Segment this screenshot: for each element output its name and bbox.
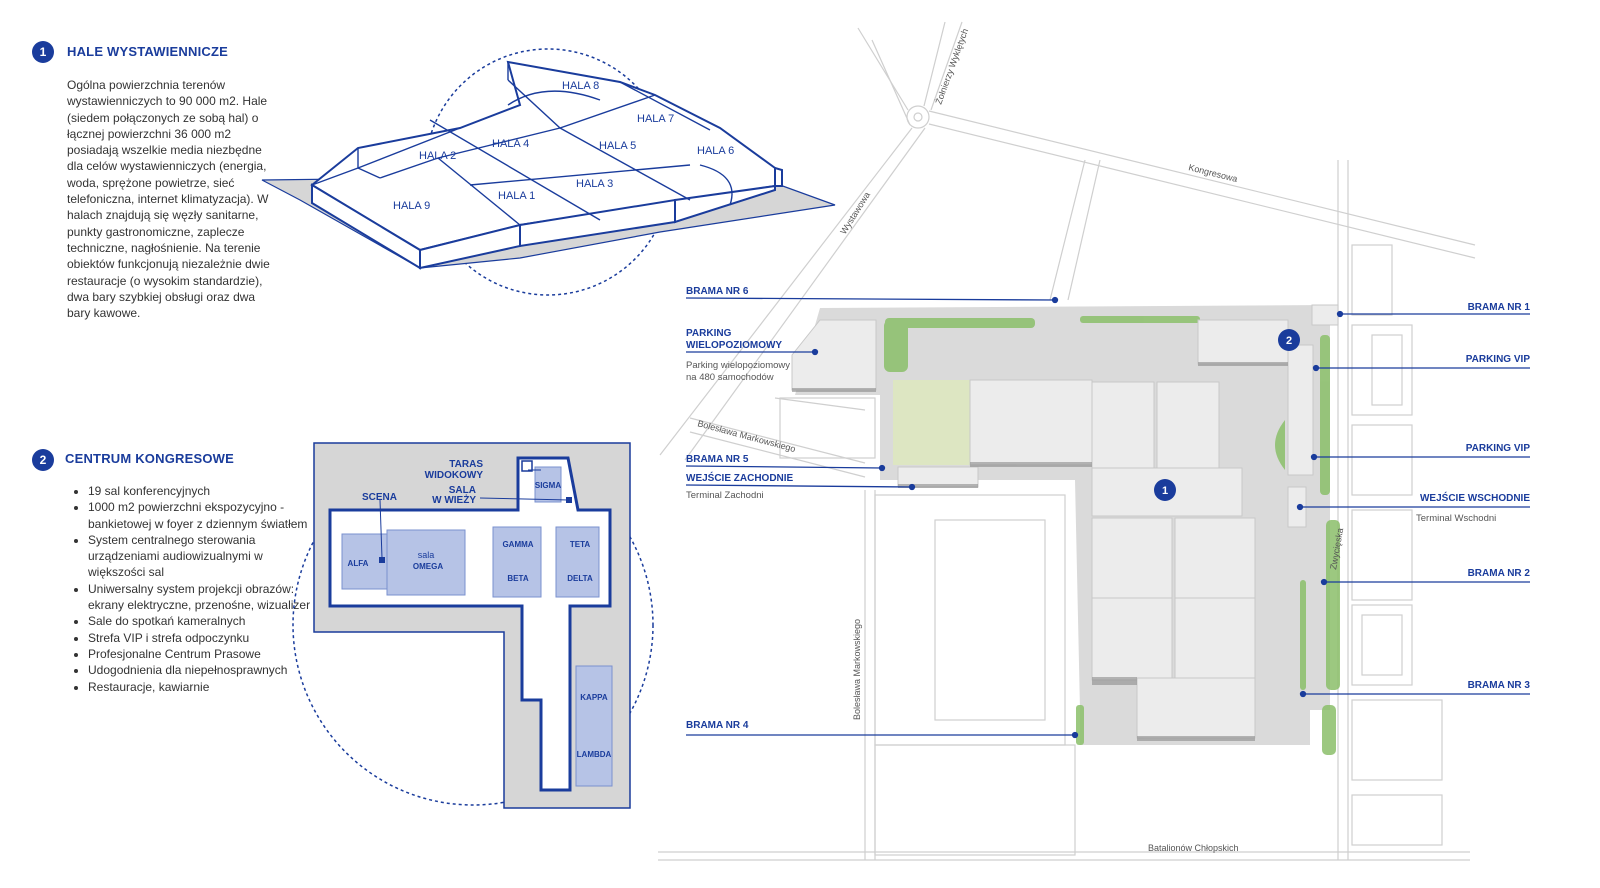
beta-label: BETA	[507, 574, 528, 583]
terminal-wschodni-label: Terminal Wschodni	[1416, 513, 1496, 524]
street-network	[658, 21, 1476, 861]
marker-1[interactable]	[1154, 479, 1176, 501]
section-2-badge: 2	[32, 449, 54, 471]
building-hall-9	[969, 379, 1093, 466]
building-hall-2	[1091, 381, 1155, 471]
parking-wielo-sub-1: Parking wielopoziomowy	[686, 360, 790, 371]
building-hall-3	[1091, 517, 1173, 599]
building-congress-wing	[1287, 344, 1314, 476]
hall-9-label: HALA 9	[393, 200, 430, 212]
marker-2-label: 2	[1286, 335, 1292, 347]
hall-3-label: HALA 3	[576, 178, 613, 190]
section-1-badge: 1	[32, 41, 54, 63]
wejscie-zachodnie-label: WEJŚCIE ZACHODNIE	[686, 471, 794, 484]
site-buildings	[791, 304, 1339, 739]
brama-1-label: BRAMA NR 1	[1468, 302, 1531, 313]
callout-lines	[685, 296, 1530, 739]
list-item: Strefa VIP i strefa odpoczynku	[88, 630, 316, 646]
brama-4-label: BRAMA NR 4	[686, 720, 749, 731]
marker-1-label: 1	[1162, 485, 1168, 497]
gamma-label: GAMMA	[502, 540, 533, 549]
building-congress	[1197, 319, 1289, 365]
section-1-paragraph: Ogólna powierzchnia terenów wystawiennic…	[67, 78, 270, 321]
congress-plan: TARAS WIDOKOWY SALA W WIEŻY SCENA SIGMA …	[292, 442, 654, 809]
street-zolnierzy: Żołnierzy Wyklętych	[933, 27, 970, 106]
hall-8-label: HALA 8	[562, 80, 599, 92]
list-item: Udogodnienia dla niepełnosprawnych	[88, 662, 316, 678]
section-1-title: HALE WYSTAWIENNICZE	[67, 44, 228, 59]
room-teta-delta	[555, 526, 600, 598]
wejscie-wschodnie-label: WEJŚCIE WSCHODNIE	[1420, 491, 1530, 504]
site-map: 1 2 BRAMA NR 6 PARKING WIELOPOZIOMOWY Pa…	[658, 21, 1531, 861]
hall-4-label: HALA 4	[492, 138, 529, 150]
kappa-label: KAPPA	[580, 693, 608, 702]
omega-label-2: OMEGA	[413, 562, 443, 571]
building-hall-5	[1174, 517, 1256, 599]
parking-wielo-label-2: WIELOPOZIOMOWY	[686, 340, 782, 351]
teta-label: TETA	[570, 540, 591, 549]
brama-6-label: BRAMA NR 6	[686, 286, 749, 297]
section-2-title: CENTRUM KONGRESOWE	[65, 451, 234, 466]
list-item: Sale do spotkań kameralnych	[88, 613, 316, 629]
omega-label-1: sala	[418, 550, 435, 560]
sala-wiezy-label-2: W WIEŻY	[432, 493, 476, 506]
list-item: Restauracje, kawiarnie	[88, 679, 316, 695]
building-hall-4	[1156, 381, 1220, 471]
building-hall-7	[1174, 597, 1256, 681]
parking-wielo-label-1: PARKING	[686, 328, 732, 339]
sigma-label: SIGMA	[535, 481, 561, 490]
hall-7-label: HALA 7	[637, 113, 674, 125]
alfa-label: ALFA	[348, 559, 369, 568]
parking-building	[791, 319, 877, 391]
parking-vip-label-2: PARKING VIP	[1466, 443, 1531, 454]
list-item: 1000 m2 powierzchni ekspozycyjno - banki…	[88, 499, 316, 532]
room-gamma-beta	[492, 526, 542, 598]
list-item: 19 sal konferencyjnych	[88, 483, 316, 499]
street-markowskiego-2: Bolesława Markowskiego	[852, 619, 862, 720]
parking-wielo-sub-2: na 480 samochodów	[686, 372, 774, 383]
list-item: Profesjonalne Centrum Prasowe	[88, 646, 316, 662]
building-hall-6	[1091, 597, 1173, 681]
brama-5-label: BRAMA NR 5	[686, 454, 749, 465]
room-sigma	[534, 466, 562, 503]
brama-2-label: BRAMA NR 2	[1468, 568, 1531, 579]
room-kappa-lambda	[575, 665, 613, 787]
list-item: Uniwersalny system projekcji obrazów: ek…	[88, 581, 316, 614]
lawn	[893, 380, 971, 465]
building-gate-1	[1311, 304, 1339, 326]
hall-5-label: HALA 5	[599, 140, 636, 152]
parking-vip-label-1: PARKING VIP	[1466, 354, 1531, 365]
street-wystawowa: Wystawowa	[838, 190, 872, 236]
marker-2[interactable]	[1278, 329, 1300, 351]
building-hall-8	[1136, 677, 1256, 739]
delta-label: DELTA	[567, 574, 593, 583]
lambda-label: LAMBDA	[577, 750, 612, 759]
greenery	[884, 316, 1340, 755]
street-markowskiego-1: Bolesława Markowskiego	[696, 418, 796, 454]
sala-wiezy-label-1: SALA	[449, 485, 476, 496]
taras-label-2: WIDOKOWY	[425, 470, 484, 481]
hall-2-label: HALA 2	[419, 150, 456, 162]
hall-6-label: HALA 6	[697, 145, 734, 157]
hall-1-label: HALA 1	[498, 190, 535, 202]
taras-label-1: TARAS	[449, 459, 483, 470]
halls-illustration: HALA 8 HALA 7 HALA 6 HALA 5 HALA 4 HALA …	[261, 48, 836, 296]
room-omega	[386, 529, 466, 596]
list-item: System centralnego sterowania urządzenia…	[88, 532, 316, 581]
scena-label: SCENA	[362, 492, 397, 503]
brama-3-label: BRAMA NR 3	[1468, 680, 1531, 691]
section-2-list: 19 sal konferencyjnych 1000 m2 powierzch…	[68, 483, 316, 695]
street-batalionow: Batalionów Chłopskich	[1148, 843, 1239, 853]
terminal-zachodni-label: Terminal Zachodni	[686, 490, 764, 501]
